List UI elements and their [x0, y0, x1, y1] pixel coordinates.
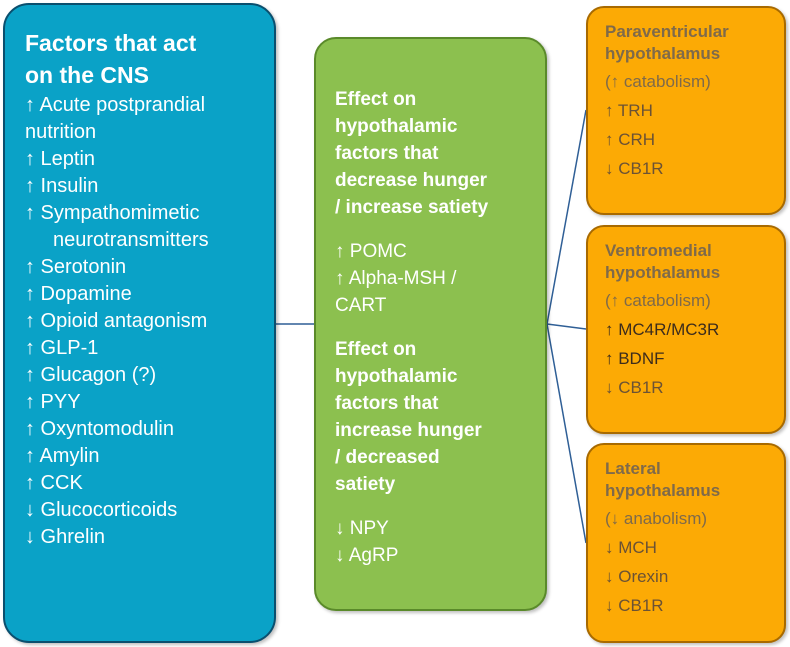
ventromedial-subtitle: (↑ catabolism) [605, 291, 711, 310]
cns-factor-item: ↑ Opioid antagonism [25, 310, 208, 332]
lateral-item: ↓ MCH [605, 538, 657, 557]
paraventricular-item: ↑ CRH [605, 130, 656, 149]
decrease-hunger-heading: factors that [335, 143, 439, 164]
paraventricular-title: Paraventricular [605, 22, 729, 41]
increase-hunger-item: ↓ AgRP [335, 545, 399, 566]
lateral-subtitle: (↓ anabolism) [605, 509, 708, 528]
cns-factor-item: ↑ Sympathomimetic [25, 202, 200, 224]
paraventricular-title: hypothalamus [605, 44, 721, 63]
cns-factor-item: ↑ Amylin [25, 445, 100, 467]
paraventricular-item: ↓ CB1R [605, 159, 664, 178]
cns-factors-title-line2: on the CNS [25, 62, 149, 88]
increase-hunger-item: ↓ NPY [335, 518, 389, 539]
decrease-hunger-heading: Effect on [335, 89, 417, 110]
ventromedial-item: ↑ MC4R/MC3R [605, 320, 720, 339]
ventromedial-item: ↓ CB1R [605, 378, 664, 397]
increase-hunger-heading: hypothalamic [335, 366, 458, 387]
increase-hunger-heading: Effect on [335, 339, 417, 360]
decrease-hunger-item: ↑ POMC [335, 241, 407, 262]
increase-hunger-heading: factors that [335, 393, 439, 414]
cns-factor-item: ↓ Glucocorticoids [25, 499, 178, 521]
increase-hunger-heading: increase hunger [335, 420, 482, 441]
increase-hunger-heading: / decreased [335, 447, 440, 468]
connector-middle-lateral [546, 323, 587, 544]
ventromedial-item: ↑ BDNF [605, 349, 665, 368]
ventromedial-title: hypothalamus [605, 263, 721, 282]
cns-factors-box: Factors that act on the CNS ↑ Acute post… [3, 3, 276, 643]
cns-factor-item: ↑ Oxyntomodulin [25, 418, 174, 440]
paraventricular-subtitle: (↑ catabolism) [605, 72, 711, 91]
paraventricular-box: Paraventricular hypothalamus (↑ cataboli… [586, 6, 786, 215]
decrease-hunger-heading: / increase satiety [335, 197, 489, 218]
cns-factor-item: ↑ Glucagon (?) [25, 364, 157, 386]
lateral-title: hypothalamus [605, 481, 721, 500]
decrease-hunger-item: ↑ Alpha-MSH / [335, 268, 457, 289]
cns-factor-item: neurotransmitters [53, 229, 209, 251]
cns-factor-item: ↑ Leptin [25, 148, 96, 170]
cns-factor-item: nutrition [25, 121, 97, 143]
decrease-hunger-heading: hypothalamic [335, 116, 458, 137]
lateral-item: ↓ Orexin [605, 567, 669, 586]
cns-factor-item: ↑ CCK [25, 472, 83, 494]
hypothalamic-effects-box: Effect on hypothalamic factors that decr… [314, 37, 547, 611]
increase-hunger-heading: satiety [335, 474, 396, 495]
cns-factor-item: ↑ Serotonin [25, 256, 127, 278]
ventromedial-title: Ventromedial [605, 241, 712, 260]
cns-factors-title-line1: Factors that act [25, 30, 197, 56]
lateral-box: Lateral hypothalamus (↓ anabolism) ↓ MCH… [586, 443, 786, 643]
decrease-hunger-item: CART [335, 295, 387, 316]
decrease-hunger-heading: decrease hunger [335, 170, 488, 191]
ventromedial-box: Ventromedial hypothalamus (↑ catabolism)… [586, 225, 786, 434]
cns-factor-item: ↑ Dopamine [25, 283, 132, 305]
lateral-title: Lateral [605, 459, 661, 478]
connector-middle-paraventricular [546, 109, 587, 325]
cns-factor-item: ↑ GLP-1 [25, 337, 99, 359]
lateral-item: ↓ CB1R [605, 596, 664, 615]
cns-factor-item: ↓ Ghrelin [25, 526, 106, 548]
connector-middle-ventromedial [546, 323, 587, 330]
paraventricular-item: ↑ TRH [605, 101, 653, 120]
cns-factor-item: ↑ PYY [25, 391, 81, 413]
cns-factor-item: ↑ Acute postprandial [25, 94, 206, 116]
cns-factor-item: ↑ Insulin [25, 175, 99, 197]
